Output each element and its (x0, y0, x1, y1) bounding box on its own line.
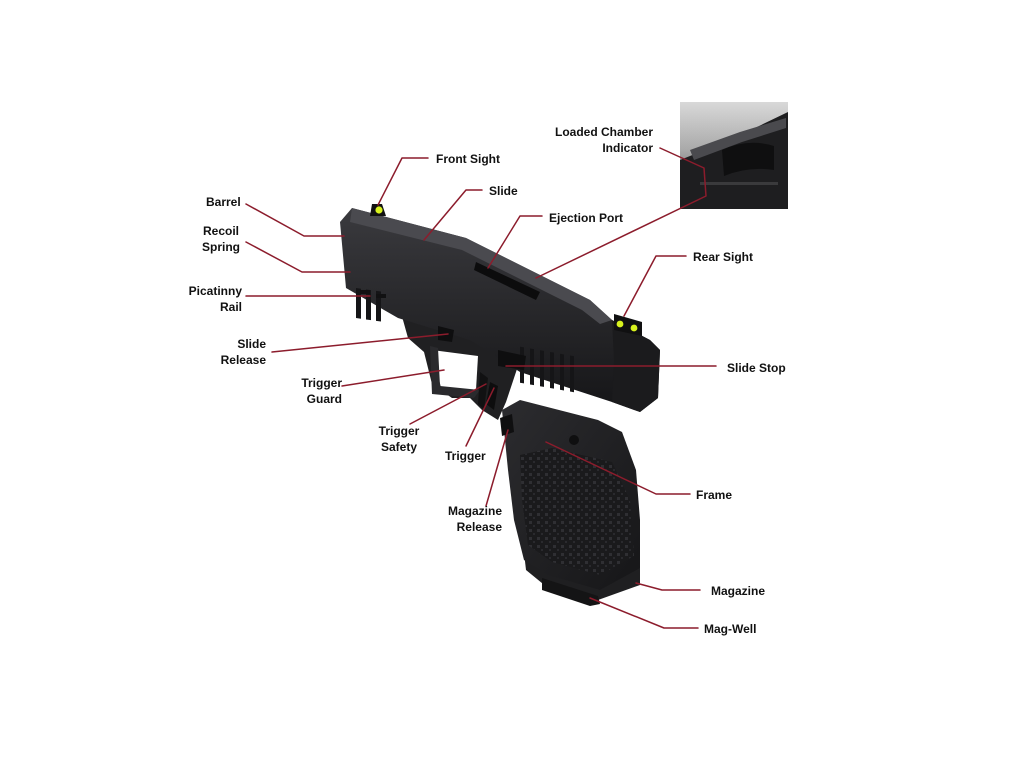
leader-frame (545, 441, 691, 495)
leader-magazine-release (485, 429, 509, 507)
leader-rear-sight (623, 255, 687, 317)
label-slide-release: Slide Release (220, 337, 266, 367)
label-front-sight: Front Sight (436, 152, 500, 166)
label-mag-well: Mag-Well (704, 622, 757, 636)
label-slide-stop: Slide Stop (727, 361, 786, 375)
label-magazine-release: Magazine Release (447, 504, 502, 534)
pistol-illustration (340, 204, 660, 606)
leader-ejection-port (487, 215, 543, 269)
label-loaded-chamber-indicator: Loaded Chamber Indicator (554, 125, 653, 155)
leader-mag-well (589, 597, 699, 629)
leader-recoil-spring (245, 241, 351, 273)
label-frame: Frame (696, 488, 733, 502)
leader-trigger (465, 387, 495, 447)
label-slide: Slide (489, 184, 518, 198)
label-trigger-safety: Trigger Safety (378, 424, 420, 454)
label-picatinny-rail: Picatinny Rail (188, 284, 242, 314)
leader-trigger-guard (341, 369, 445, 387)
label-recoil-spring: Recoil Spring (202, 224, 240, 254)
label-trigger: Trigger (445, 449, 486, 463)
leader-loaded-chamber (535, 147, 707, 279)
label-magazine: Magazine (711, 584, 766, 598)
leader-magazine (635, 582, 701, 591)
loaded-chamber-inset (680, 102, 788, 209)
label-ejection-port: Ejection Port (549, 211, 624, 225)
label-trigger-guard: Trigger Guard (301, 376, 342, 406)
leader-front-sight (377, 157, 429, 206)
leader-barrel (245, 203, 345, 237)
leader-slide (423, 189, 483, 241)
leader-slide-release (271, 333, 449, 353)
label-rear-sight: Rear Sight (693, 250, 754, 264)
leader-trigger-safety (409, 383, 487, 425)
label-barrel: Barrel (206, 195, 241, 209)
